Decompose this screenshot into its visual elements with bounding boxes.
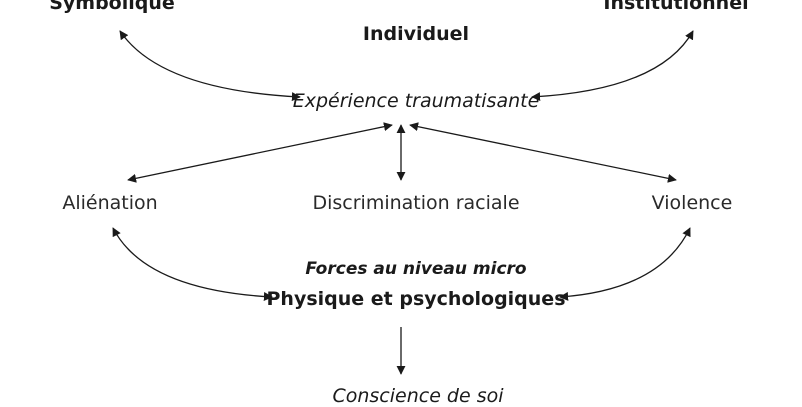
node-symbolique: Symbolique [49, 0, 175, 14]
node-conscience-de-soi: Conscience de soi [332, 385, 504, 407]
forces-title: Forces au niveau micro [305, 259, 527, 279]
node-violence: Violence [651, 192, 733, 214]
node-individuel: Individuel [362, 23, 470, 45]
arrow-experience-alienation [127, 122, 393, 183]
arrow-alienation-forces [112, 227, 273, 302]
node-discrimination-raciale: Discrimination raciale [312, 192, 520, 214]
forces-subtitle: Physique et psychologiques [266, 288, 566, 310]
arrow-violence-forces [559, 227, 691, 301]
arrow-symbolique-experience [119, 30, 301, 102]
arrow-institutionnel-experience [531, 30, 694, 102]
arrow-experience-violence [409, 122, 677, 183]
node-alienation: Aliénation [62, 192, 158, 214]
node-institutionnel: Institutionnel [603, 0, 749, 14]
node-experience-traumatisante: Expérience traumatisante [292, 90, 540, 112]
